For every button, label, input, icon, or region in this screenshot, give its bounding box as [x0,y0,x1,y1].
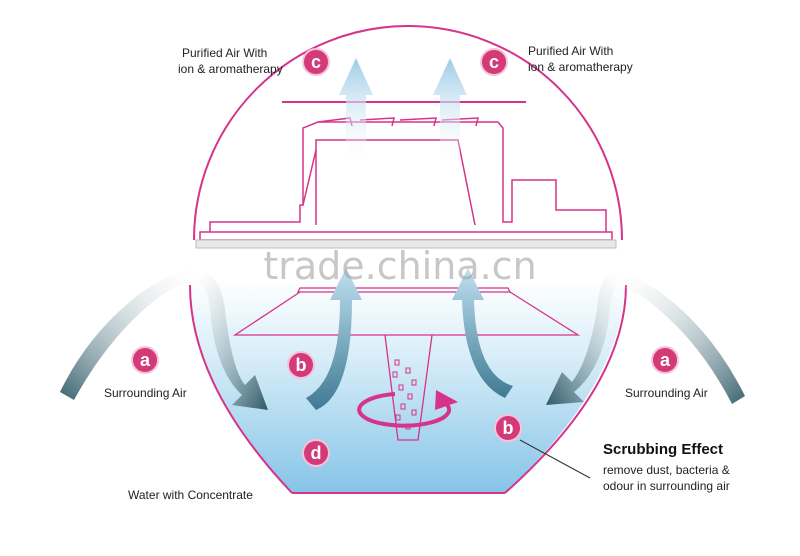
badge-c-left-text: c [311,52,321,72]
badge-a-left: a [131,346,159,374]
badge-a-right: a [651,346,679,374]
badge-b-left: b [287,351,315,379]
purified-air-arrow-right [433,58,467,160]
water-area [188,280,625,493]
badge-c-left: c [302,48,330,76]
watermark: trade.china.cn [263,244,536,288]
scrubbing-effect-line1: remove dust, bacteria & [603,463,730,477]
inner-up-arrow-right [452,268,513,398]
purified-air-arrow-left [339,58,373,160]
water-label: Water with Concentrate [128,488,253,502]
housing-lower-right [504,284,627,494]
badge-c-right: c [480,48,508,76]
badge-d: d [302,439,330,467]
surrounding-air-arrow-right [618,272,745,404]
base-plate [195,239,617,249]
motor-assembly [199,117,613,241]
surrounding-air-right-label: Surrounding Air [625,386,708,400]
inner-down-arrow-right [546,271,620,405]
scrubbing-pointer-line [519,439,591,479]
badge-b-left-text: b [296,355,307,375]
purified-air-right-line2: ion & aromatherapy [528,60,633,74]
badge-a-right-text: a [660,350,671,370]
inner-up-arrow-left [306,268,362,410]
surrounding-air-arrow-left [60,268,196,400]
surrounding-air-left-label: Surrounding Air [104,386,187,400]
housing-lower-left [189,284,293,494]
inner-down-arrow-left [196,271,268,410]
badge-a-left-text: a [140,350,151,370]
purified-air-left-line2: ion & aromatherapy [178,62,283,76]
scrubbing-effect-line2: odour in surrounding air [603,479,730,493]
scrubbing-effect-title: Scrubbing Effect [603,441,723,458]
badge-d-text: d [311,443,322,463]
badge-b-right: b [494,414,522,442]
housing-outline [193,25,623,241]
purified-air-left-line1: Purified Air With [182,46,267,60]
badge-c-right-text: c [489,52,499,72]
badge-b-right-text: b [503,418,514,438]
swirl-arrow-icon [357,390,458,428]
purified-air-right-line1: Purified Air With [528,44,613,58]
impeller [232,287,581,441]
